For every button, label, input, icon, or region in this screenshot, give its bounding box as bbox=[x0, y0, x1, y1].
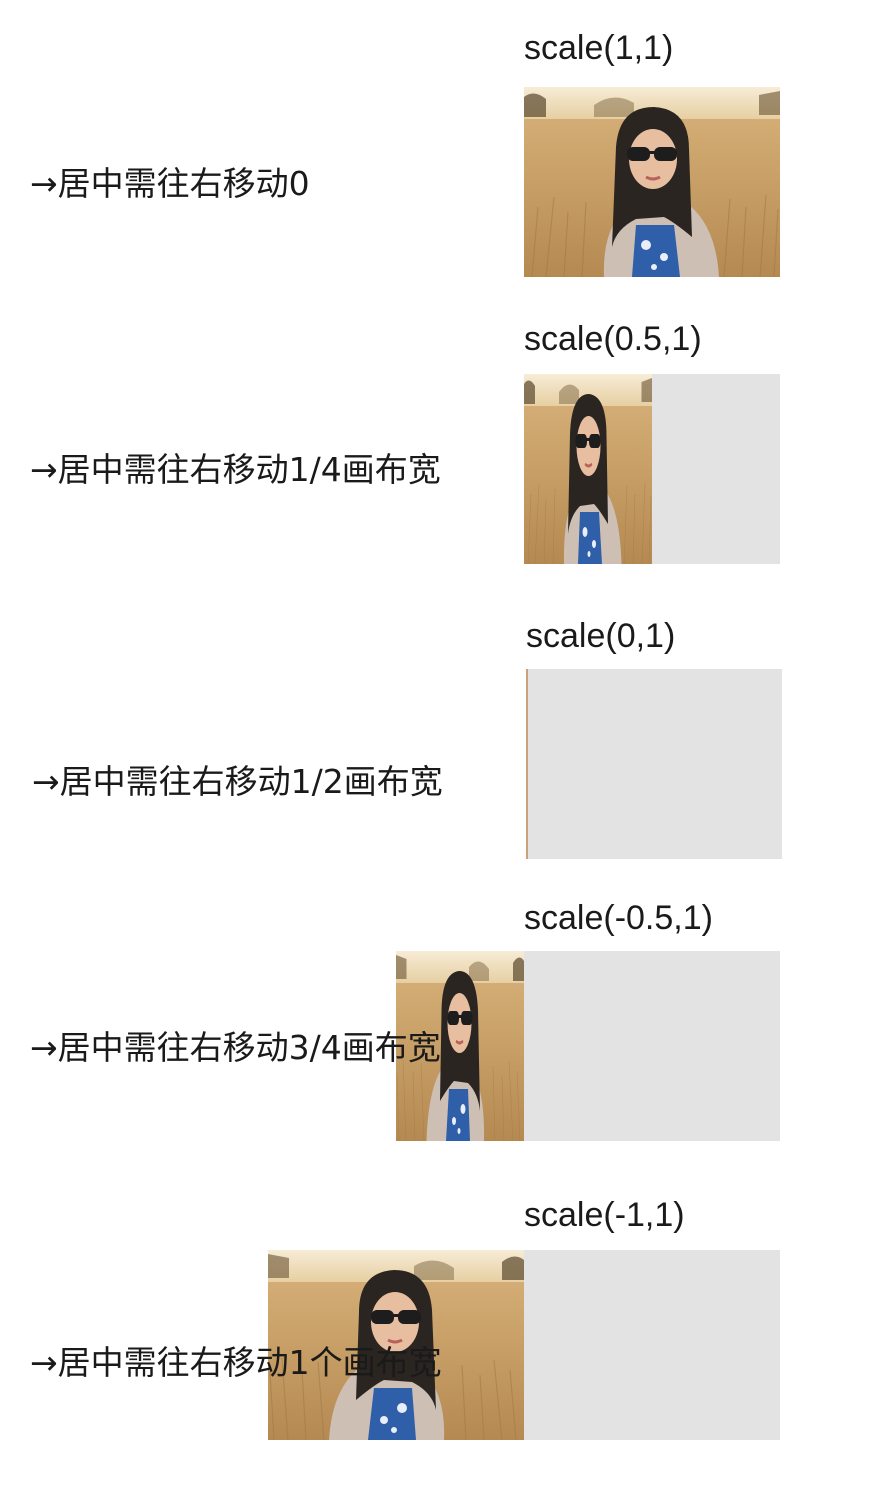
scale-label: scale(-0.5,1) bbox=[524, 899, 713, 937]
scaled-photo bbox=[396, 951, 524, 1141]
scale-row-3: scale(0,1) →居中需往右移动1/2画布宽 bbox=[0, 602, 878, 882]
canvas-area bbox=[268, 1250, 780, 1440]
canvas-area bbox=[524, 87, 780, 277]
scale-row-2: scale(0.5,1) →居中需往右移动1/4画布宽 bbox=[0, 307, 878, 587]
scale-row-5: scale(-1,1) →居中需往右移动1个画布宽 bbox=[0, 1183, 878, 1463]
scaled-photo bbox=[268, 1250, 524, 1440]
scale-row-4: scale(-0.5,1) →居中需往右移动3/4画布宽 bbox=[0, 884, 878, 1164]
scale-label: scale(0.5,1) bbox=[524, 320, 702, 358]
scaled-photo bbox=[526, 669, 528, 859]
scale-label: scale(-1,1) bbox=[524, 1196, 685, 1234]
shift-description: →居中需往右移动3/4画布宽 bbox=[30, 1028, 441, 1067]
scale-row-1: scale(1,1) →居中需往右移动0 bbox=[0, 20, 878, 300]
canvas-area bbox=[524, 374, 780, 564]
shift-description: →居中需往右移动1/4画布宽 bbox=[30, 450, 441, 489]
shift-description: →居中需往右移动1/2画布宽 bbox=[32, 762, 443, 801]
canvas-area bbox=[396, 951, 780, 1141]
shift-description: →居中需往右移动0 bbox=[30, 164, 310, 203]
scale-label: scale(1,1) bbox=[524, 29, 674, 67]
scaled-photo bbox=[524, 87, 780, 277]
scaled-photo bbox=[524, 374, 652, 564]
shift-description: →居中需往右移动1个画布宽 bbox=[30, 1343, 442, 1382]
scale-label: scale(0,1) bbox=[526, 617, 676, 655]
canvas-area bbox=[526, 669, 782, 859]
